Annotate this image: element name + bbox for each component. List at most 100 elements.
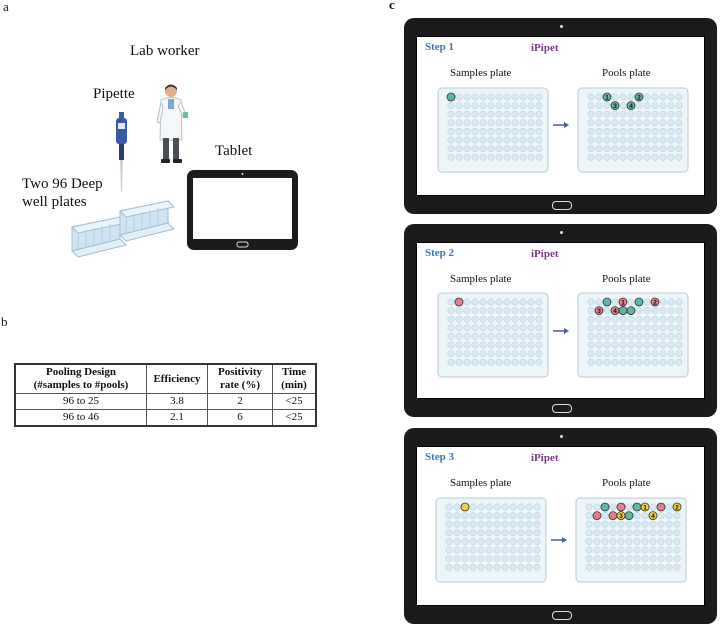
well bbox=[461, 546, 469, 554]
well-label: 1 bbox=[621, 299, 625, 306]
well bbox=[495, 298, 503, 306]
well bbox=[535, 307, 543, 315]
well bbox=[619, 136, 627, 144]
well bbox=[667, 358, 675, 366]
pooling-design-table: Pooling Design (#samples to #pools) Effi… bbox=[14, 363, 317, 427]
plates-label-line2: well plates bbox=[22, 194, 87, 210]
well bbox=[673, 537, 681, 545]
well bbox=[673, 512, 681, 520]
well bbox=[469, 503, 477, 511]
camera-icon bbox=[559, 25, 563, 28]
well bbox=[595, 298, 603, 306]
arrow-icon bbox=[553, 122, 569, 128]
well bbox=[641, 537, 649, 545]
well bbox=[659, 93, 667, 101]
well bbox=[675, 332, 683, 340]
well bbox=[493, 546, 501, 554]
well bbox=[667, 153, 675, 161]
well bbox=[493, 529, 501, 537]
well bbox=[463, 341, 471, 349]
marked-well bbox=[594, 306, 604, 316]
well bbox=[535, 102, 543, 110]
well bbox=[593, 520, 601, 528]
well bbox=[453, 520, 461, 528]
well bbox=[503, 307, 511, 315]
well bbox=[463, 324, 471, 332]
marked-well bbox=[454, 297, 464, 307]
well bbox=[479, 102, 487, 110]
well bbox=[517, 563, 525, 571]
well bbox=[527, 332, 535, 340]
well bbox=[667, 324, 675, 332]
well bbox=[535, 315, 543, 323]
well bbox=[517, 529, 525, 537]
well bbox=[445, 537, 453, 545]
well bbox=[519, 350, 527, 358]
well-label: 2 bbox=[653, 299, 657, 306]
well bbox=[485, 546, 493, 554]
well bbox=[635, 341, 643, 349]
table-cell: 96 to 46 bbox=[14, 409, 147, 427]
well bbox=[633, 563, 641, 571]
well bbox=[463, 119, 471, 127]
well bbox=[485, 529, 493, 537]
well bbox=[525, 546, 533, 554]
well bbox=[603, 110, 611, 118]
well bbox=[445, 503, 453, 511]
well bbox=[619, 315, 627, 323]
well bbox=[617, 546, 625, 554]
well bbox=[627, 332, 635, 340]
well bbox=[595, 119, 603, 127]
well-label: 4 bbox=[651, 513, 655, 520]
well bbox=[667, 110, 675, 118]
header-positivity: Positivity rate (%) bbox=[207, 363, 273, 394]
well-label: 2 bbox=[637, 94, 641, 101]
well bbox=[649, 503, 657, 511]
well bbox=[471, 324, 479, 332]
well bbox=[511, 145, 519, 153]
well bbox=[501, 537, 509, 545]
well-label: 1 bbox=[643, 504, 647, 511]
table-cell: 2.1 bbox=[146, 409, 208, 427]
well bbox=[643, 307, 651, 315]
well bbox=[487, 315, 495, 323]
well bbox=[633, 529, 641, 537]
well bbox=[519, 145, 527, 153]
tablet-step-1: Step 1 iPipet Samples plate Pools plate … bbox=[404, 18, 717, 214]
samples-plate bbox=[437, 292, 549, 378]
well bbox=[625, 563, 633, 571]
well bbox=[447, 110, 455, 118]
well bbox=[643, 93, 651, 101]
well bbox=[665, 529, 673, 537]
well bbox=[657, 537, 665, 545]
well bbox=[533, 503, 541, 511]
well bbox=[501, 563, 509, 571]
well bbox=[493, 563, 501, 571]
well bbox=[503, 332, 511, 340]
app-name: iPipet bbox=[531, 248, 559, 260]
well bbox=[477, 563, 485, 571]
lab-worker-label: Lab worker bbox=[130, 43, 200, 59]
well-label: 3 bbox=[619, 513, 623, 520]
well bbox=[493, 520, 501, 528]
well bbox=[487, 307, 495, 315]
well bbox=[595, 324, 603, 332]
well bbox=[471, 358, 479, 366]
tablet-screen: Step 3 iPipet Samples plate Pools plate … bbox=[416, 446, 705, 606]
table-cell: 3.8 bbox=[146, 393, 208, 410]
well bbox=[455, 307, 463, 315]
well bbox=[585, 529, 593, 537]
well bbox=[641, 520, 649, 528]
well bbox=[601, 537, 609, 545]
well bbox=[519, 119, 527, 127]
well bbox=[673, 546, 681, 554]
well bbox=[525, 529, 533, 537]
well bbox=[611, 315, 619, 323]
well bbox=[643, 153, 651, 161]
well bbox=[511, 110, 519, 118]
well bbox=[471, 119, 479, 127]
well bbox=[503, 324, 511, 332]
well bbox=[477, 529, 485, 537]
well bbox=[619, 119, 627, 127]
well bbox=[477, 520, 485, 528]
